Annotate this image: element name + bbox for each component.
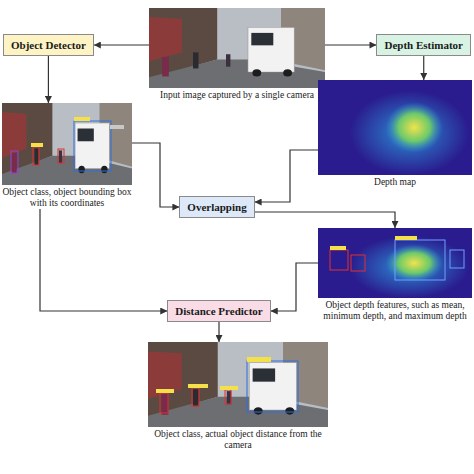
bounding-box bbox=[450, 250, 464, 268]
node-text: Object class, object bounding box with i… bbox=[2, 187, 132, 209]
bounding-box bbox=[33, 147, 39, 165]
tag bbox=[74, 117, 90, 121]
bounding-boxes bbox=[11, 121, 111, 173]
image-panel: Object class, actual object distance fro… bbox=[148, 342, 328, 451]
image-panel: Input image captured by a single camera bbox=[149, 8, 325, 101]
tag bbox=[395, 236, 417, 240]
bounding-boxes bbox=[330, 240, 464, 280]
node-text: Object depth features, such as mean, min… bbox=[318, 300, 472, 322]
bounding-box bbox=[247, 361, 298, 412]
node-text: Distance Predictor bbox=[175, 305, 262, 317]
flow-arrow bbox=[325, 44, 376, 45]
depth-map bbox=[318, 228, 472, 298]
bounding-box bbox=[395, 240, 445, 280]
node-text: Object Detector bbox=[11, 39, 86, 51]
bounding-box bbox=[192, 388, 199, 406]
flow-arrow bbox=[218, 322, 219, 342]
flow-arrow bbox=[40, 209, 167, 311]
street-photo bbox=[149, 8, 325, 88]
image-panel: Depth map bbox=[318, 80, 472, 188]
image-panel: Object class, object bounding box with i… bbox=[2, 103, 132, 209]
bounding-box bbox=[160, 393, 168, 413]
street-photo bbox=[148, 342, 328, 427]
node-text: Input image captured by a single camera bbox=[149, 90, 325, 101]
bounding-boxes bbox=[160, 361, 298, 413]
flow-arrow bbox=[255, 150, 318, 202]
bounding-box bbox=[11, 151, 18, 173]
process-box: Depth Estimator bbox=[376, 34, 471, 56]
flow-arrow bbox=[255, 212, 395, 228]
bounding-box bbox=[330, 250, 348, 270]
node-text: Overlapping bbox=[187, 201, 246, 213]
node-text: Object class, actual object distance fro… bbox=[148, 429, 328, 451]
tag bbox=[220, 386, 238, 390]
node-text: Depth Estimator bbox=[384, 39, 463, 51]
process-box: Overlapping bbox=[179, 196, 254, 218]
node-text: Depth map bbox=[318, 177, 472, 188]
flow-arrow bbox=[48, 56, 49, 103]
flow-arrow bbox=[423, 56, 424, 80]
bounding-box bbox=[74, 121, 111, 171]
flow-arrow bbox=[94, 44, 149, 45]
tag bbox=[247, 357, 271, 362]
tag bbox=[31, 143, 43, 147]
flow-arrow bbox=[271, 263, 318, 311]
tag bbox=[188, 384, 208, 388]
flow-arrow bbox=[132, 143, 179, 207]
image-panel: Object depth features, such as mean, min… bbox=[318, 228, 472, 322]
depth-map bbox=[318, 80, 472, 175]
process-box: Object Detector bbox=[3, 34, 94, 56]
bounding-box bbox=[351, 255, 365, 271]
bounding-box bbox=[225, 390, 231, 404]
tag bbox=[156, 389, 174, 393]
bounding-box bbox=[58, 149, 64, 163]
street-photo bbox=[2, 103, 132, 185]
process-box: Distance Predictor bbox=[167, 300, 270, 322]
tag bbox=[330, 246, 346, 250]
tag bbox=[110, 125, 124, 129]
